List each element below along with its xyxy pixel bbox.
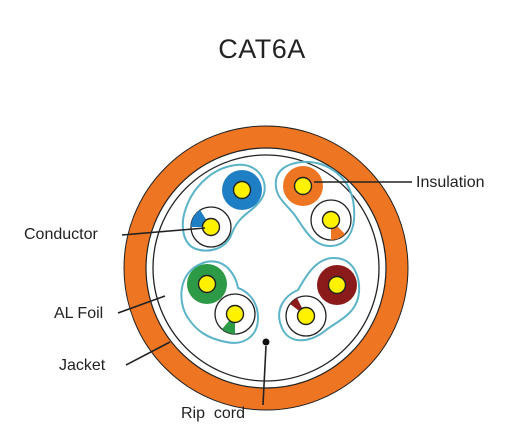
- pair-outline-orange: [274, 160, 356, 248]
- blue-striped-wire: [190, 206, 232, 248]
- conductor-leader-line: [121, 227, 206, 236]
- brown-striped-conductor: [296, 306, 316, 326]
- rip-cord-label: Rip cord: [181, 405, 246, 422]
- al-foil-label: AL Foil: [54, 305, 104, 322]
- insulation-label: Insulation: [416, 174, 485, 191]
- pair-outline-blue: [181, 163, 266, 252]
- al-foil-leader-line: [117, 295, 166, 314]
- jacket-label: Jacket: [59, 357, 106, 374]
- brown-striped-wire: [285, 295, 327, 337]
- diagram-title: CAT6A: [218, 34, 306, 64]
- orange-solid-conductor: [293, 176, 313, 196]
- jacket-leader-line: [125, 341, 171, 366]
- green-solid-conductor: [197, 274, 217, 294]
- blue-solid-conductor: [232, 180, 252, 200]
- al-foil-ring: [152, 154, 380, 382]
- blue-striped-conductor: [201, 217, 221, 237]
- rip-cord-leader-line: [262, 345, 267, 406]
- orange-striped-conductor: [321, 210, 341, 230]
- pair-outline-brown: [278, 256, 361, 342]
- orange-striped-wire: [310, 199, 352, 241]
- green-striped-conductor: [225, 304, 245, 324]
- rip-cord-dot: [262, 338, 270, 346]
- conductor-label: Conductor: [24, 226, 98, 243]
- brown-solid-conductor: [327, 275, 347, 295]
- pair-outline-green: [180, 260, 260, 344]
- green-striped-wire: [214, 293, 256, 335]
